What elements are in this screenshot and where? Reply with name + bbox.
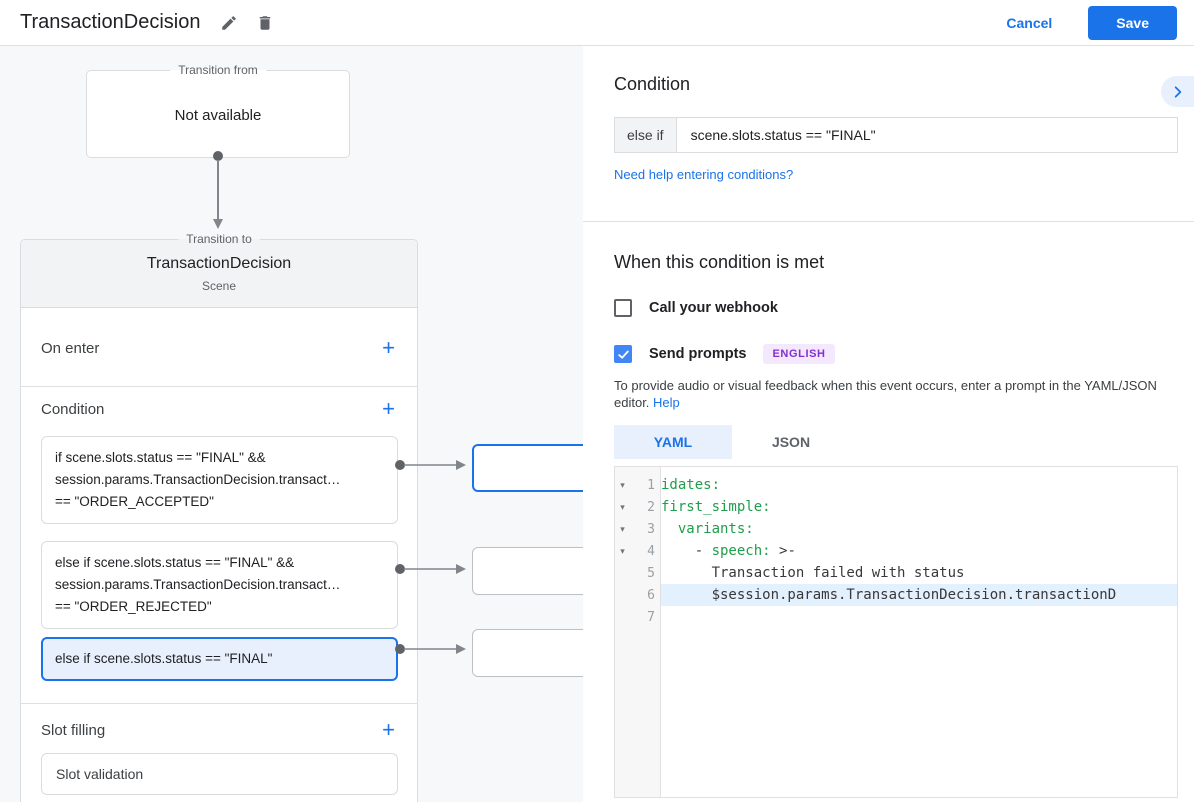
collapse-panel-button[interactable] [1161, 76, 1194, 107]
transition-target-node-3[interactable] [472, 629, 583, 677]
condition-expression-row: else if [614, 117, 1178, 153]
slot-filling-label: Slot filling [41, 721, 106, 739]
send-prompts-row: Send prompts ENGLISH [614, 344, 1178, 364]
panel-divider [583, 221, 1194, 222]
slot-filling-section: Slot filling + Slot validation [21, 704, 417, 795]
code-line [661, 606, 1177, 628]
condition-expression-input[interactable] [676, 117, 1178, 153]
condition-detail-panel: Condition else if Need help entering con… [583, 46, 1194, 802]
send-prompts-label: Send prompts [649, 346, 747, 362]
fold-arrow-icon[interactable]: ▾ [620, 545, 625, 556]
cancel-button[interactable]: Cancel [1006, 14, 1053, 31]
transition-from-value: Not available [174, 107, 262, 124]
transition-to-legend: Transition to [178, 232, 260, 246]
code-line: first_simple: [661, 499, 771, 515]
code-line: - speech: >- [661, 543, 796, 559]
editor-gutter: ▾1 ▾2 ▾3 ▾4 5 6 7 [615, 467, 661, 797]
tab-json[interactable]: JSON [732, 425, 850, 459]
page-title: TransactionDecision [20, 11, 201, 33]
editor-tabs: YAML JSON [614, 425, 1178, 459]
yaml-editor[interactable]: ▾1 ▾2 ▾3 ▾4 5 6 7 idates: first_simple: … [614, 466, 1178, 798]
trash-icon [256, 14, 274, 32]
scene-title: TransactionDecision [146, 255, 292, 272]
checkmark-icon [617, 348, 630, 361]
condition-help-link[interactable]: Need help entering conditions? [614, 167, 794, 182]
condition-card-accepted[interactable]: if scene.slots.status == "FINAL" && sess… [41, 436, 398, 524]
when-condition-heading: When this condition is met [614, 252, 825, 272]
tab-yaml[interactable]: YAML [614, 425, 732, 459]
transition-from-legend: Transition from [170, 63, 266, 77]
transition-from-node: Transition from Not available [86, 63, 350, 158]
delete-scene-button[interactable] [252, 10, 278, 36]
down-arrow-connector [213, 151, 223, 229]
condition-label: Condition [41, 400, 105, 418]
add-slot-button[interactable]: + [382, 717, 395, 742]
flow-canvas: Transition from Not available Transition… [0, 46, 583, 802]
top-bar: TransactionDecision Cancel Save [0, 0, 1194, 46]
connector-arrow-2 [395, 564, 466, 574]
chevron-right-icon [1171, 85, 1185, 99]
fold-arrow-icon[interactable]: ▾ [620, 479, 625, 490]
fold-arrow-icon[interactable]: ▾ [620, 523, 625, 534]
panel-condition-heading: Condition [614, 74, 691, 94]
scene-subtitle: Scene [201, 279, 237, 293]
webhook-row: Call your webhook [614, 299, 1178, 317]
code-line: Transaction failed with status [661, 565, 965, 581]
prompt-description: To provide audio or visual feedback when… [614, 378, 1157, 410]
slot-validation-card[interactable]: Slot validation [41, 753, 398, 795]
connector-arrow-3 [395, 644, 466, 654]
condition-card-final-selected[interactable]: else if scene.slots.status == "FINAL" [41, 637, 398, 681]
send-prompts-checkbox[interactable] [614, 345, 632, 363]
help-link[interactable]: Help [653, 395, 680, 410]
on-enter-section: On enter + [21, 308, 417, 387]
code-line-highlighted: $session.params.TransactionDecision.tran… [661, 584, 1177, 606]
condition-card-rejected[interactable]: else if scene.slots.status == "FINAL" &&… [41, 541, 398, 629]
call-webhook-label: Call your webhook [649, 300, 778, 316]
language-badge: ENGLISH [763, 344, 835, 364]
transition-target-node-2[interactable] [472, 547, 583, 595]
condition-prefix-label: else if [614, 117, 677, 153]
code-line: variants: [661, 521, 754, 537]
fold-arrow-icon[interactable]: ▾ [620, 501, 625, 512]
transition-to-node: Transition to TransactionDecision Scene … [20, 232, 418, 802]
transition-target-node-1[interactable] [472, 444, 583, 492]
editor-code-area[interactable]: idates: first_simple: variants: - speech… [661, 467, 1177, 797]
code-line: idates: [661, 477, 721, 493]
pencil-icon [220, 14, 238, 32]
save-button[interactable]: Save [1088, 5, 1177, 40]
add-on-enter-button[interactable]: + [382, 335, 395, 360]
condition-section: Condition + if scene.slots.status == "FI… [21, 387, 417, 704]
on-enter-label: On enter [41, 339, 100, 357]
scene-header: TransactionDecision Scene [21, 240, 417, 308]
add-condition-button[interactable]: + [382, 396, 395, 421]
call-webhook-checkbox[interactable] [614, 299, 632, 317]
connector-arrow-1 [395, 460, 466, 470]
edit-scene-button[interactable] [216, 10, 242, 36]
